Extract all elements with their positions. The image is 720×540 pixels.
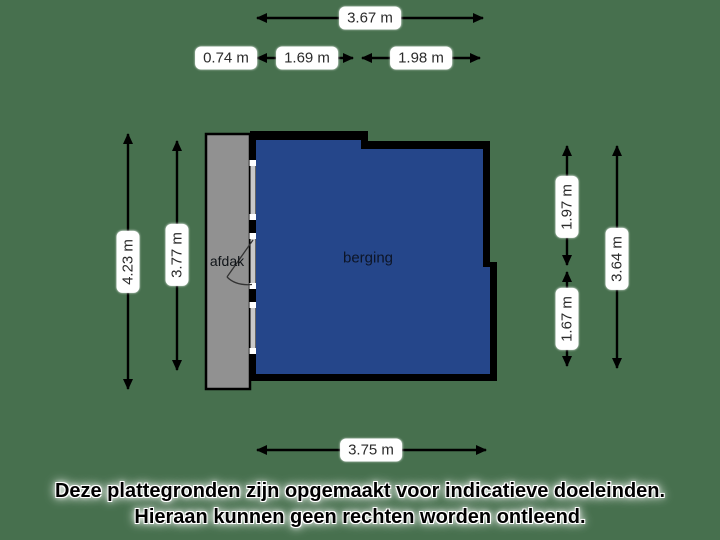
opening-end-markers	[249, 160, 256, 354]
window-icon	[250, 166, 256, 214]
berging-room-label: berging	[342, 249, 394, 267]
dimension-label-left-outer: 4.23 m	[116, 231, 140, 293]
disclaimer-line-2: Hieraan kunnen geen rechten worden ontle…	[134, 506, 586, 528]
disclaimer-line-1: Deze plattegronden zijn opgemaakt voor i…	[54, 480, 666, 502]
dimension-label-right-upper: 1.97 m	[555, 176, 579, 238]
afdak-canopy-shape	[204, 132, 252, 391]
disclaimer-text: Deze plattegronden zijn opgemaakt voor i…	[0, 478, 720, 530]
dimension-label-top-right: 1.98 m	[390, 46, 452, 70]
dimension-label-afdak-width: 0.74 m	[195, 46, 257, 70]
afdak-room-label: afdak	[209, 253, 245, 269]
dimension-label-left-inner: 3.77 m	[165, 224, 189, 286]
window-icon	[250, 308, 256, 348]
door-swing-icon	[226, 239, 254, 278]
dimension-label-bottom-total: 3.75 m	[340, 438, 402, 462]
dimension-label-top-left: 1.69 m	[276, 46, 338, 70]
berging-room-shape	[256, 140, 490, 374]
dimension-label-right-total: 3.64 m	[605, 228, 629, 290]
door-swing-arc-icon	[226, 276, 253, 286]
dimension-label-right-lower: 1.67 m	[555, 288, 579, 350]
dimension-label-top-total: 3.67 m	[339, 6, 401, 30]
door-opening	[250, 239, 256, 283]
